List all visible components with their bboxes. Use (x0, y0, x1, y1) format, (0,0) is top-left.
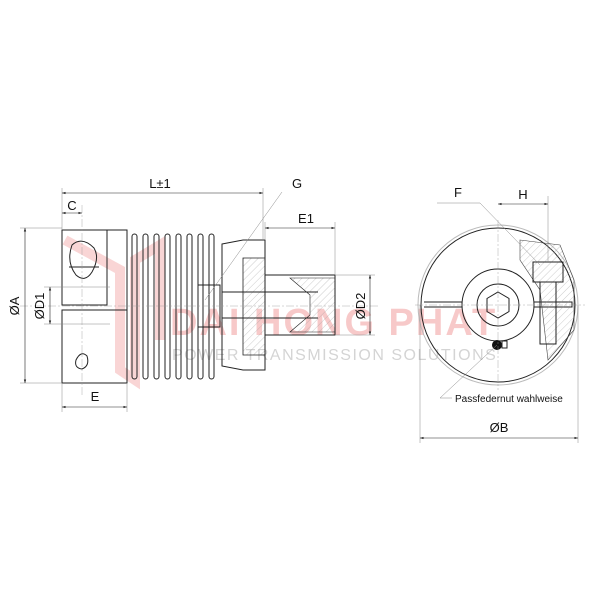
dim-G: G (292, 176, 302, 191)
dim-E1: E1 (298, 211, 314, 226)
svg-text:POWER TRANSMISSION SOLUTIONS: POWER TRANSMISSION SOLUTIONS (172, 347, 497, 364)
dim-C: C (67, 198, 76, 213)
keyway-note: Passfedernut wahlweise (455, 394, 563, 405)
dim-E: E (91, 389, 100, 404)
dim-D1: ØD1 (32, 293, 47, 320)
side-dimensions: L±1 C E1 G ØA ØD1 ØD2 E (7, 176, 375, 412)
watermark-logo: DAI HONG PHAT POWER TRANSMISSION SOLUTIO… (62, 235, 497, 390)
front-dimensions: F H Passfedernut wahlweise ØB (419, 185, 579, 443)
dim-B: ØB (490, 420, 509, 435)
dim-L: L±1 (149, 176, 171, 191)
dim-D2: ØD2 (353, 293, 368, 320)
dim-H: H (518, 187, 527, 202)
dim-F: F (454, 185, 462, 200)
bellows (131, 233, 215, 380)
dim-A: ØA (7, 296, 22, 315)
side-view (20, 205, 380, 395)
front-view (415, 220, 585, 390)
